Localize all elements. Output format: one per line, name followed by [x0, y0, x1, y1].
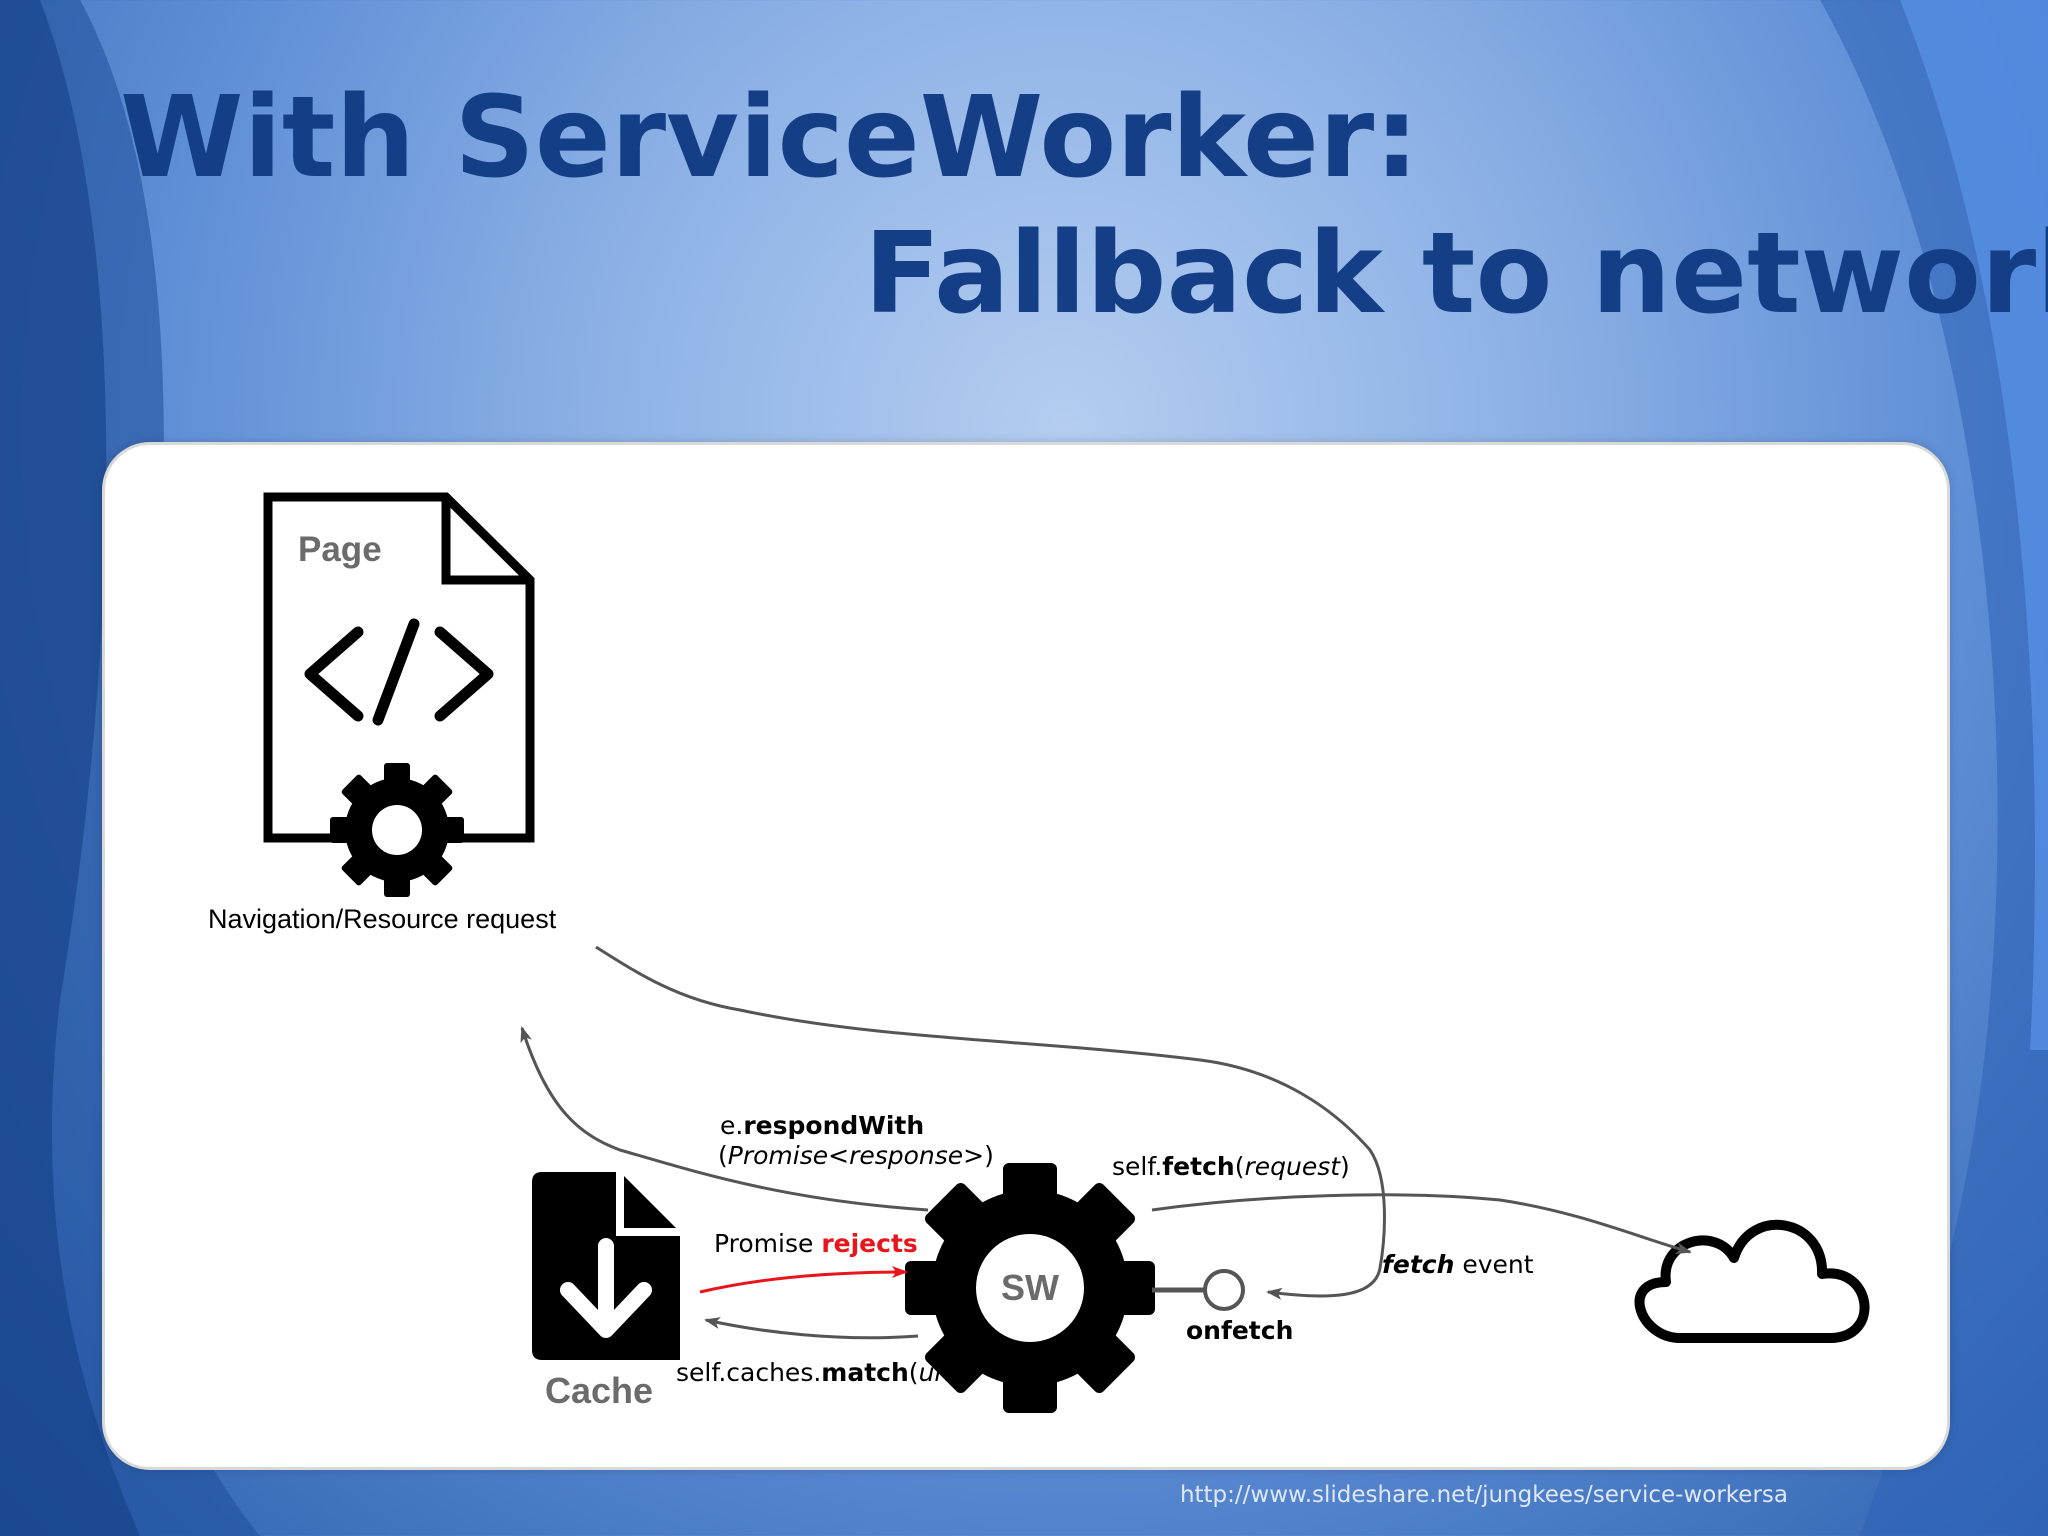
self-fetch-arrow: [1151, 1193, 1692, 1255]
promise-rejects-label: Promise rejects: [714, 1229, 918, 1258]
onfetch-label: onfetch: [1186, 1316, 1293, 1345]
cache-match-arrow: [704, 1317, 919, 1340]
respond-with-arg-label: (Promise<response>): [718, 1141, 994, 1170]
promise-rejects-arrow: [699, 1266, 908, 1294]
source-url: http://www.slideshare.net/jungkees/servi…: [1179, 1482, 1788, 1508]
respond-with-label: e.respondWith: [720, 1111, 924, 1140]
page-label: Page: [298, 530, 382, 569]
respond-with-arrow: [520, 1026, 929, 1212]
page-caption: Navigation/Resource request: [208, 904, 557, 934]
onfetch-handle: [1203, 1269, 1245, 1311]
cache-label: Cache: [545, 1370, 653, 1411]
self-fetch-label: self.fetch(request): [1112, 1152, 1350, 1181]
cloud-icon: [1634, 1219, 1870, 1343]
fetch-event-arrow: [595, 945, 1386, 1300]
cache-match-label: self.caches.match(url): [676, 1358, 961, 1387]
fetch-event-label: fetch event: [1382, 1250, 1534, 1279]
code-file-icon: [263, 492, 535, 843]
slide-title-line-2: Fallback to network: [864, 209, 2048, 339]
slide-title-line-1: With ServiceWorker:: [120, 73, 1419, 203]
gear-icon: [905, 1163, 1155, 1413]
sw-label: SW: [1001, 1267, 1059, 1308]
download-file-icon: [532, 1172, 680, 1360]
gear-icon: [330, 763, 464, 897]
